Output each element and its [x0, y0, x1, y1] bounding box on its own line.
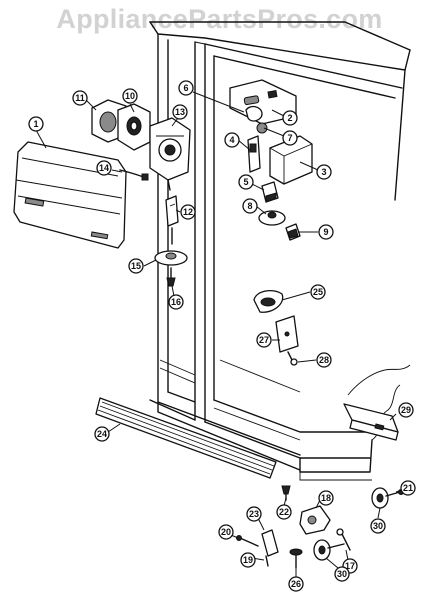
callout-2: 2 [282, 110, 298, 126]
callout-bubbles: 1 2 3 4 5 6 7 8 9 10 11 12 13 14 15 16 1… [28, 80, 416, 592]
part-clip [165, 195, 179, 227]
callout-number: 7 [287, 133, 292, 143]
callout-number: 19 [243, 555, 253, 565]
watermark-text: AppliancePartsPros.com [56, 4, 383, 34]
callout-18: 18 [318, 490, 334, 506]
part-dispenser-panel [13, 141, 127, 249]
callout-8: 8 [242, 198, 258, 214]
callout-4: 4 [224, 132, 240, 148]
callout-30-lower: 30 [334, 566, 350, 582]
callout-19: 19 [240, 552, 256, 568]
part-actuator-rod [119, 169, 149, 181]
callout-number: 17 [345, 561, 355, 571]
callout-number: 12 [183, 207, 193, 217]
callout-29: 29 [398, 402, 414, 418]
part-control-knob [258, 210, 286, 226]
callout-number: 27 [259, 335, 269, 345]
callout-number: 26 [291, 579, 301, 589]
part-hinge-plate [275, 315, 299, 366]
callout-number: 15 [131, 261, 141, 271]
part-door-switch [247, 135, 261, 173]
callout-number: 28 [319, 355, 329, 365]
callout-number: 1 [33, 119, 38, 129]
part-dispenser-housing [91, 99, 151, 151]
callout-number: 13 [175, 107, 185, 117]
callout-number: 20 [221, 527, 231, 537]
cabinet-outline [149, 21, 411, 481]
callout-3: 3 [316, 164, 332, 180]
callout-number: 8 [247, 201, 252, 211]
part-grommet [253, 289, 284, 313]
part-rear-bracket [343, 403, 399, 441]
callout-25: 25 [310, 284, 326, 300]
callout-12: 12 [180, 204, 196, 220]
callout-20: 20 [218, 524, 234, 540]
callout-number: 10 [125, 91, 135, 101]
callout-23: 23 [246, 506, 262, 522]
callout-7: 7 [282, 130, 298, 146]
callout-30-upper: 30 [370, 518, 386, 534]
part-toe-grille [95, 397, 277, 479]
callout-number: 24 [97, 429, 107, 439]
callout-number: 2 [287, 113, 292, 123]
part-lower-hardware [236, 485, 404, 569]
callout-16: 16 [168, 294, 184, 310]
callout-number: 16 [171, 297, 181, 307]
callout-number: 21 [403, 483, 413, 493]
part-motor-assembly [149, 117, 191, 191]
callout-9: 9 [318, 224, 334, 240]
callout-15: 15 [128, 258, 144, 274]
callout-number: 6 [183, 83, 188, 93]
part-cam [285, 223, 301, 241]
callout-21: 21 [400, 480, 416, 496]
callout-number: 3 [321, 167, 326, 177]
callout-6: 6 [178, 80, 194, 96]
callout-number: 29 [401, 405, 411, 415]
part-switch-bracket [261, 181, 279, 203]
callout-24: 24 [94, 426, 110, 442]
callout-number: 4 [229, 135, 234, 145]
callout-number: 23 [249, 509, 259, 519]
callout-number: 30 [337, 569, 347, 579]
part-lamp-socket-assembly [229, 79, 297, 134]
callout-number: 14 [99, 163, 109, 173]
callout-28: 28 [316, 352, 332, 368]
callout-14: 14 [96, 160, 112, 176]
part-light-shield [269, 135, 313, 185]
callout-5: 5 [238, 174, 254, 190]
callout-27: 27 [256, 332, 272, 348]
callout-number: 22 [279, 507, 289, 517]
callout-11: 11 [72, 90, 88, 106]
callout-number: 5 [243, 177, 248, 187]
callout-1: 1 [28, 116, 44, 132]
callout-26: 26 [288, 576, 304, 592]
callout-number: 18 [321, 493, 331, 503]
callout-13: 13 [172, 104, 188, 120]
callout-number: 30 [373, 521, 383, 531]
callout-number: 9 [323, 227, 328, 237]
part-gear-and-screw [154, 227, 188, 287]
callout-22: 22 [276, 504, 292, 520]
callout-number: 11 [75, 93, 85, 103]
callout-10: 10 [122, 88, 138, 104]
callout-number: 25 [313, 287, 323, 297]
